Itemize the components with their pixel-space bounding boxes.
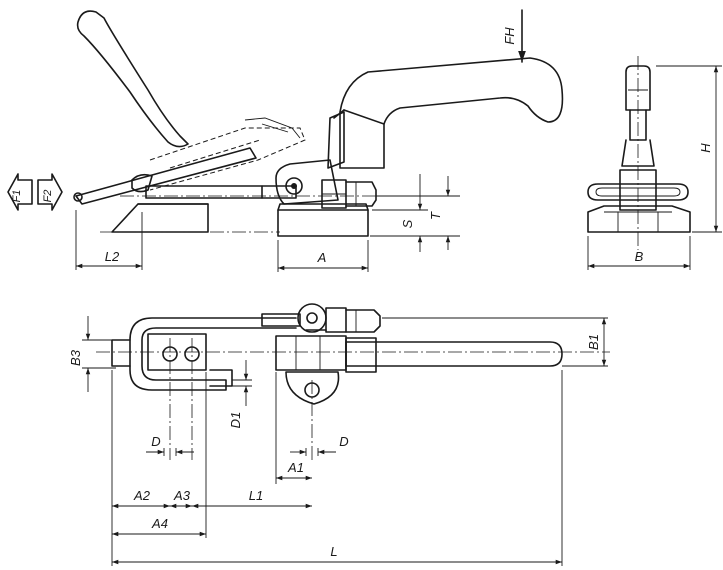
end-view: H B xyxy=(587,56,722,270)
left-wedge xyxy=(111,203,209,233)
b3-label: B3 xyxy=(68,349,83,366)
top-base-ear xyxy=(285,371,340,405)
hook-left xyxy=(131,173,153,193)
s-label: S xyxy=(400,219,415,228)
d1-label: D1 xyxy=(228,412,243,429)
open-linkage-hidden xyxy=(149,127,306,191)
top-body xyxy=(275,335,347,371)
end-slot-bar xyxy=(587,183,689,201)
a4-label: A4 xyxy=(151,516,168,531)
l2-label: L2 xyxy=(105,249,120,264)
a2-label: A2 xyxy=(133,488,151,503)
f1-arrow: F1 xyxy=(7,173,33,211)
a3-label: A3 xyxy=(173,488,191,503)
hook-frame xyxy=(129,317,297,391)
end-handle xyxy=(625,65,651,111)
d-left-label: D xyxy=(151,434,160,449)
closed-handle xyxy=(339,57,564,169)
f1-label: F1 xyxy=(11,190,23,203)
f2-arrow: F2 xyxy=(37,173,63,211)
h-label: H xyxy=(698,143,713,153)
side-view: FH F1 F2 L2 A S T xyxy=(7,9,564,272)
adjust-nut xyxy=(321,179,347,209)
latch-rod xyxy=(145,185,297,199)
a-label: A xyxy=(317,250,327,265)
t-label: T xyxy=(428,211,443,220)
b-label: B xyxy=(635,249,644,264)
open-handle-outline xyxy=(76,10,189,148)
top-handle xyxy=(345,341,563,367)
hook-plate xyxy=(147,333,207,371)
top-view: B3 B1 D1 D D A1 A2 A3 xyxy=(68,303,610,566)
top-nut xyxy=(325,307,347,333)
l-label: L xyxy=(330,544,337,559)
b1-label: B1 xyxy=(586,334,601,350)
a1-label: A1 xyxy=(287,460,304,475)
lever-body xyxy=(327,111,345,169)
fh-label: FH xyxy=(502,27,517,45)
top-rod xyxy=(261,313,301,327)
d-right-label: D xyxy=(339,434,348,449)
f2-label: F2 xyxy=(42,190,54,203)
end-base xyxy=(587,205,691,233)
l1-label: L1 xyxy=(249,488,263,503)
